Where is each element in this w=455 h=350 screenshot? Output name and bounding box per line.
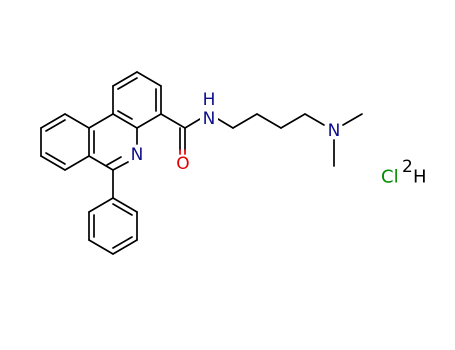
bond — [40, 113, 66, 129]
bond — [112, 71, 138, 87]
double-bond-inner — [112, 236, 133, 249]
hydrogen-label: H — [413, 167, 427, 188]
double-bond-inner — [117, 77, 138, 90]
bond — [232, 113, 258, 129]
salt-label: Cl 2 H — [381, 157, 427, 188]
bond — [88, 113, 114, 129]
double-bond-inner — [112, 203, 133, 216]
bond — [88, 239, 114, 255]
atom-amine-n: N — [328, 121, 341, 141]
ring-n-label: N — [131, 145, 144, 165]
amide-n-label: N — [203, 109, 216, 129]
phenanthridine-left-ring — [40, 113, 90, 171]
bond — [112, 239, 138, 255]
bond — [64, 155, 90, 171]
amine-n-label: N — [328, 121, 341, 141]
bond — [112, 197, 138, 213]
amide-h-label: H — [203, 90, 216, 110]
bond — [217, 118, 234, 129]
atom-ring-n: N — [131, 145, 144, 165]
carbonyl-o-label: O — [176, 154, 189, 174]
bond — [136, 71, 162, 87]
double-bond-inner — [117, 110, 133, 120]
bond — [88, 197, 114, 213]
bond — [136, 113, 162, 129]
bond — [112, 113, 138, 129]
phenyl-ring — [88, 169, 138, 255]
bond — [88, 155, 114, 171]
bond — [304, 113, 325, 126]
double-bond-inner — [106, 156, 122, 166]
salt-superscript: 2 — [402, 157, 413, 177]
side-chain — [160, 113, 363, 167]
bond — [342, 113, 363, 126]
bond — [112, 161, 129, 171]
phenanthridine-upper-ring — [112, 71, 162, 129]
bond — [160, 113, 186, 129]
bond — [280, 113, 306, 129]
bond — [64, 113, 90, 129]
double-bond-inner — [45, 119, 66, 132]
atom-amide-nh: H N — [200, 90, 218, 129]
atom-carbonyl-o: O — [176, 154, 189, 174]
chlorine-label: Cl — [381, 167, 399, 188]
phenanthridine-middle-ring — [88, 113, 138, 171]
double-bond-inner — [45, 152, 66, 165]
bond — [184, 118, 201, 129]
bond — [40, 155, 66, 171]
bond — [256, 113, 282, 129]
